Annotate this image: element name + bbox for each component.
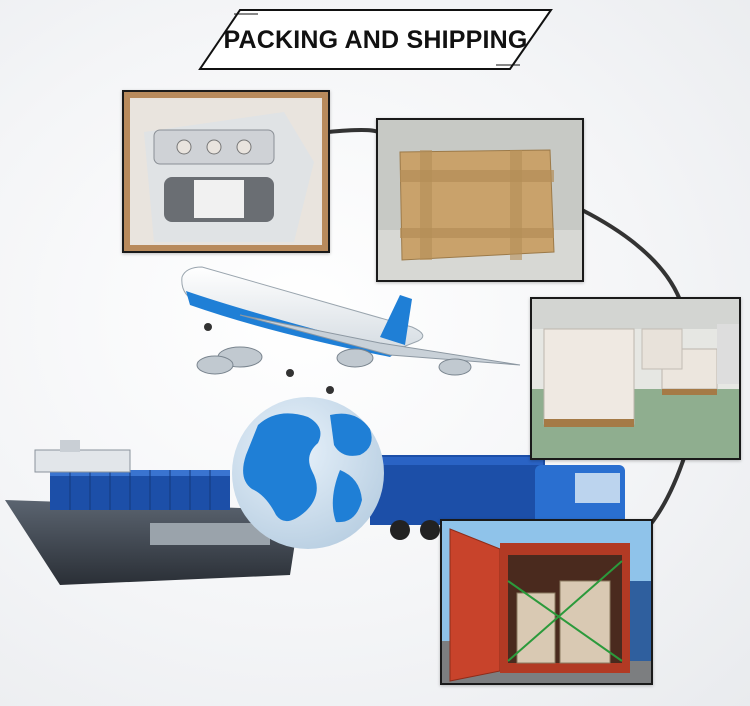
airplane-illustration bbox=[181, 266, 521, 394]
parts-in-bag-photo bbox=[122, 90, 330, 253]
cargo-ship-illustration bbox=[5, 440, 300, 585]
cardboard-box-photo bbox=[376, 118, 584, 282]
globe-illustration bbox=[232, 397, 384, 549]
title-banner: PACKING AND SHIPPING bbox=[198, 8, 553, 71]
warehouse-pallets-photo bbox=[530, 297, 741, 460]
banner-title: PACKING AND SHIPPING bbox=[223, 26, 528, 54]
truck-illustration bbox=[370, 455, 625, 540]
container-loading-photo bbox=[440, 519, 653, 685]
shipping-scene bbox=[5, 266, 625, 585]
